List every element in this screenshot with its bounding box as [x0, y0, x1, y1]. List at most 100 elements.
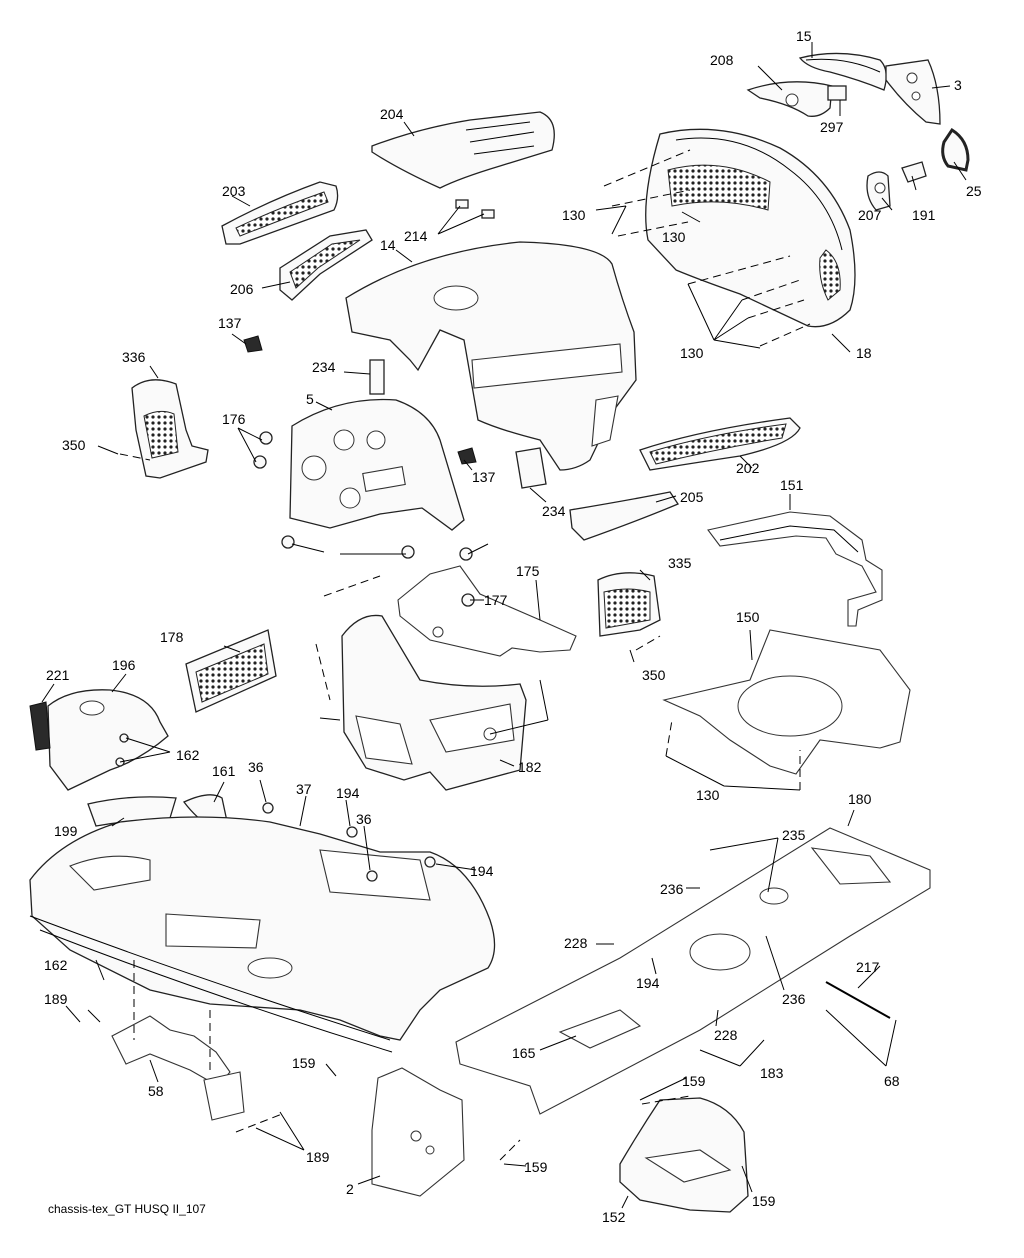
callout-183: 183	[760, 1065, 784, 1081]
callout-194: 194	[336, 785, 360, 801]
part-18-grille	[667, 164, 771, 211]
callout-217: 217	[856, 959, 880, 975]
callout-180: 180	[848, 791, 872, 807]
part-18-front-hood	[645, 128, 856, 328]
callout-178: 178	[160, 629, 184, 645]
part-137-clip	[457, 447, 477, 465]
part-221-decal	[29, 701, 51, 751]
callout-176: 176	[222, 411, 246, 427]
callout-162: 162	[176, 747, 200, 763]
part-5-dash-panel	[289, 398, 465, 531]
callout-159: 159	[682, 1073, 706, 1089]
callout-350: 350	[642, 667, 666, 683]
callout-68: 68	[884, 1073, 900, 1089]
callout-152: 152	[602, 1209, 626, 1225]
callout-208: 208	[710, 52, 734, 68]
part-14-main-hood	[345, 241, 637, 471]
callout-202: 202	[736, 460, 760, 476]
part-214-clip	[481, 209, 495, 219]
callout-189: 189	[44, 991, 68, 1007]
callout-18: 18	[856, 345, 872, 361]
callout-159: 159	[752, 1193, 776, 1209]
callout-2: 2	[346, 1181, 354, 1197]
callout-3: 3	[954, 77, 962, 93]
part-137-clip	[243, 335, 263, 353]
callout-199: 199	[54, 823, 78, 839]
callout-5: 5	[306, 391, 314, 407]
part-15-trim	[798, 52, 887, 91]
callout-228: 228	[714, 1027, 738, 1043]
callout-297: 297	[820, 119, 844, 135]
callout-234: 234	[312, 359, 336, 375]
callout-150: 150	[736, 609, 760, 625]
callout-194: 194	[470, 863, 494, 879]
callout-137: 137	[218, 315, 242, 331]
callout-336: 336	[122, 349, 146, 365]
part-176-grommet	[259, 431, 273, 445]
part-196-rear-panel	[47, 689, 169, 791]
callout-350: 350	[62, 437, 86, 453]
part-194-nut	[424, 856, 436, 868]
callout-37: 37	[296, 781, 312, 797]
part-58-bracket	[111, 1015, 231, 1087]
callout-36: 36	[248, 759, 264, 775]
part-191-clip	[901, 161, 927, 183]
callout-204: 204	[380, 106, 404, 122]
callout-130: 130	[662, 229, 686, 245]
part-214-clip	[455, 199, 469, 209]
callout-182: 182	[518, 759, 542, 775]
part-297-block	[827, 85, 847, 101]
callout-196: 196	[112, 657, 136, 673]
part-176-grommet	[281, 535, 295, 549]
part-36-bolt	[366, 870, 378, 882]
callout-228: 228	[564, 935, 588, 951]
part-180-frame	[455, 827, 931, 1115]
callout-161: 161	[212, 763, 236, 779]
callout-137: 137	[472, 469, 496, 485]
callout-15: 15	[796, 28, 812, 44]
callout-162: 162	[44, 957, 68, 973]
callout-221: 221	[46, 667, 70, 683]
part-175-bracket	[397, 565, 577, 657]
callout-235: 235	[782, 827, 806, 843]
part-36-bolt	[262, 802, 274, 814]
callout-130: 130	[562, 207, 586, 223]
callout-207: 207	[858, 207, 882, 223]
part-217-bar	[825, 981, 891, 1019]
callout-159: 159	[292, 1055, 316, 1071]
callout-206: 206	[230, 281, 254, 297]
callout-159: 159	[524, 1159, 548, 1175]
callout-189: 189	[306, 1149, 330, 1165]
callout-194: 194	[636, 975, 660, 991]
part-176-grommet	[401, 545, 415, 559]
callout-14: 14	[380, 237, 396, 253]
part-25-handle	[941, 127, 970, 172]
callout-165: 165	[512, 1045, 536, 1061]
callout-36: 36	[356, 811, 372, 827]
callout-130: 130	[680, 345, 704, 361]
part-3-bracket	[885, 59, 941, 125]
callout-236: 236	[782, 991, 806, 1007]
callout-236: 236	[660, 881, 684, 897]
callout-205: 205	[680, 489, 704, 505]
callout-191: 191	[912, 207, 936, 223]
callout-335: 335	[668, 555, 692, 571]
callout-175: 175	[516, 563, 540, 579]
part-194-nut	[346, 826, 358, 838]
part-205-bracket	[569, 491, 679, 541]
callout-203: 203	[222, 183, 246, 199]
part-234-plate	[369, 359, 385, 395]
part-37-fender-deck	[29, 816, 496, 1041]
part-176-grommet	[253, 455, 267, 469]
part-234-plate	[515, 447, 547, 489]
part-204-vent	[371, 111, 555, 189]
callout-58: 58	[148, 1083, 164, 1099]
callout-234: 234	[542, 503, 566, 519]
diagram-caption: chassis-tex_GT HUSQ II_107	[48, 1202, 206, 1216]
callout-214: 214	[404, 228, 428, 244]
callout-177: 177	[484, 592, 508, 608]
callout-25: 25	[966, 183, 982, 199]
callout-151: 151	[780, 477, 804, 493]
part-176-grommet	[459, 547, 473, 561]
